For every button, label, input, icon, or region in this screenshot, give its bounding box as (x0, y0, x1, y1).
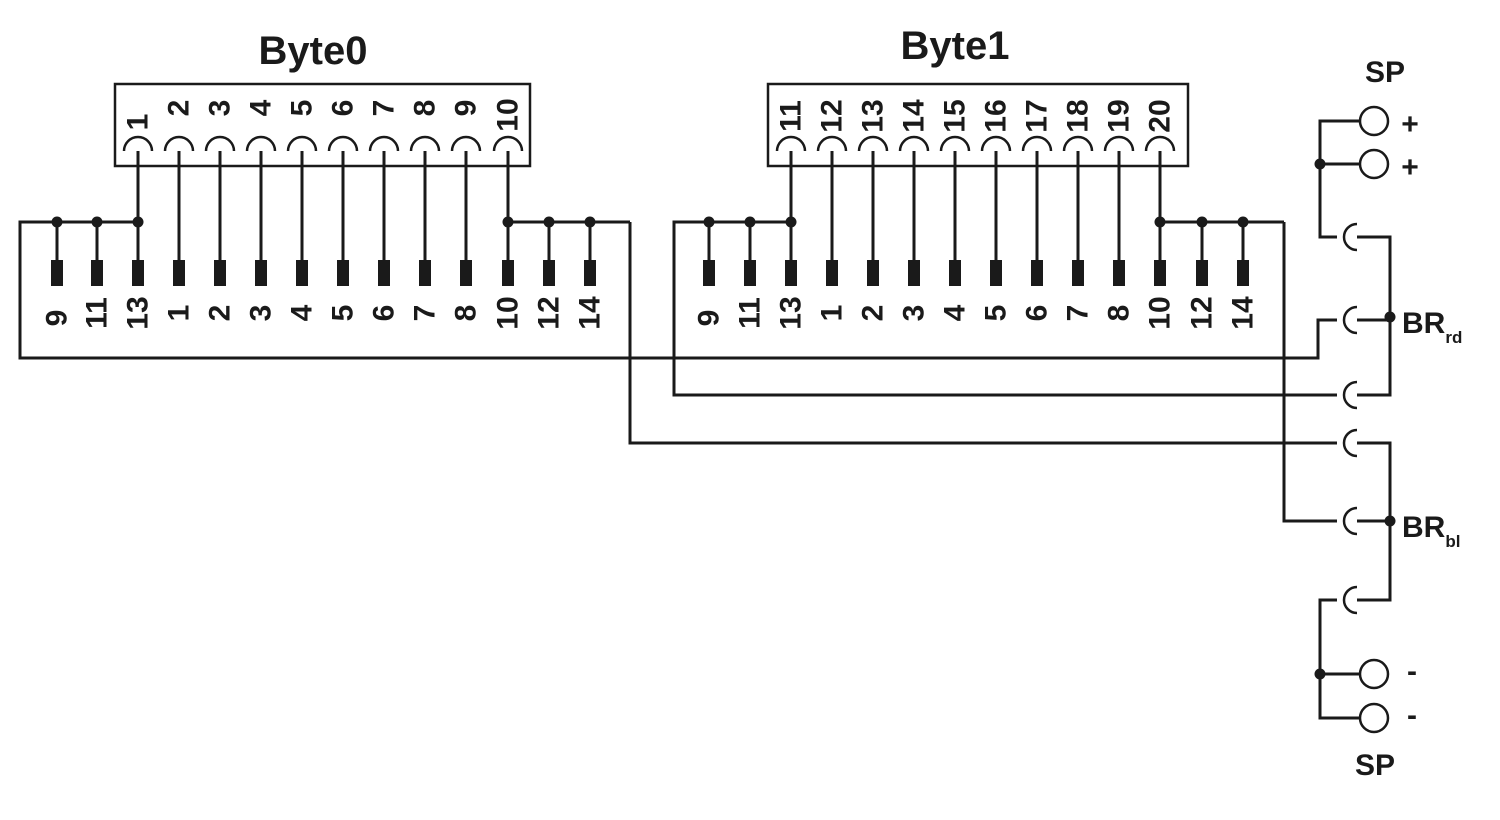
sp-minus-terminal (1358, 702, 1390, 734)
plus-sign: + (1401, 108, 1419, 141)
sp-top-label: SP (1365, 56, 1405, 89)
byte0-bottom-pin-label: 4 (286, 304, 319, 321)
byte0-bottom-pin-label: 2 (204, 305, 237, 322)
minus-sign: - (1407, 699, 1417, 732)
byte0-top-pin-label: 3 (204, 100, 237, 117)
byte1-terminal-block: 9 11 13 1 2 3 4 5 6 7 8 10 12 14 (672, 216, 1337, 523)
byte0-bottom-pin-label: 11 (81, 297, 114, 329)
byte1-top-pin-label: 19 (1103, 99, 1136, 132)
byte0-connector-box (113, 82, 532, 168)
byte0-top-pin-label: 4 (245, 99, 278, 116)
byte1-top-pins: 11 12 13 14 15 16 17 18 19 20 (775, 99, 1177, 262)
byte1-bottom-pin-label: 6 (1021, 305, 1054, 322)
byte0-bottom-pin-label: 8 (450, 305, 483, 322)
byte0-bottom-pin-label: 6 (368, 305, 401, 322)
sp-plus-terminal (1358, 105, 1390, 137)
sp-minus-terminal (1358, 658, 1390, 690)
byte0-top-pin-label: 9 (450, 100, 483, 117)
byte0-title: Byte0 (259, 29, 368, 73)
byte1-bottom-pin-label: 5 (980, 305, 1013, 322)
byte1-bottom-pin-label: 12 (1186, 296, 1219, 329)
byte1-bottom-pin-label: 3 (898, 305, 931, 322)
byte0-top-pin-label: 10 (492, 98, 525, 131)
byte0-bottom-pin-label: 12 (533, 296, 566, 329)
byte1-bottom-pin-label: 8 (1103, 305, 1136, 322)
byte0-bottom-pin-label: 10 (492, 296, 525, 329)
byte1-top-pin-label: 16 (980, 99, 1013, 132)
byte0-top-pin-label: 1 (122, 114, 155, 131)
byte0-top-pins: 1 2 3 4 5 6 7 8 9 10 (122, 98, 525, 262)
byte1-title: Byte1 (901, 24, 1010, 68)
byte0-bottom-pin-label: 3 (245, 305, 278, 322)
byte1-bottom-pin-label: 11 (734, 297, 767, 329)
byte1-bottom-pin-label: 9 (693, 310, 726, 327)
byte1-bottom-pin-label: 14 (1227, 296, 1260, 330)
byte1-top-pin-label: 17 (1021, 99, 1054, 132)
byte1-bottom-pin-label: 10 (1144, 296, 1177, 329)
sp-plus-terminal (1358, 148, 1390, 180)
byte1-bottom-pin-label: 13 (775, 296, 808, 329)
byte1-bottom-pin-label: 1 (816, 305, 849, 322)
byte0-bottom-pin-label: 14 (574, 296, 607, 330)
br-rd-label: BRrd (1402, 307, 1462, 347)
byte1-bottom-pin-label: 7 (1062, 305, 1095, 322)
byte1-top-pin-label: 20 (1144, 99, 1177, 132)
byte1-top-pin-label: 18 (1062, 99, 1095, 132)
byte0-top-pin-label: 7 (368, 100, 401, 117)
byte0-bottom-pin-label: 5 (327, 305, 360, 322)
power-bridge-section: SP + + BRrd BRbl - - SP (1314, 56, 1462, 782)
sp-bottom-label: SP (1355, 749, 1395, 782)
br-bl-label: BRbl (1402, 511, 1460, 551)
byte0-top-pin-label: 5 (286, 100, 319, 117)
byte0-terminal-block: 9 11 13 1 2 3 4 5 6 7 8 10 12 14 (18, 216, 1337, 445)
byte0-bottom-pin-label: 9 (41, 310, 74, 327)
byte1-top-pin-label: 11 (775, 100, 808, 132)
byte1-top-pin-label: 12 (816, 99, 849, 132)
byte0-bottom-pin-label: 7 (409, 305, 442, 322)
minus-sign: - (1407, 655, 1417, 688)
plus-sign: + (1401, 151, 1419, 184)
byte0-bottom-pin-label: 13 (122, 296, 155, 329)
byte1-top-pin-label: 13 (857, 99, 890, 132)
byte0-top-pin-label: 2 (163, 100, 196, 117)
byte1-top-pin-label: 15 (939, 99, 972, 132)
byte0-top-pin-label: 8 (409, 100, 442, 117)
byte1-top-pin-label: 14 (898, 99, 931, 133)
byte0-top-pin-label: 6 (327, 100, 360, 117)
byte1-bottom-pin-label: 4 (939, 304, 972, 321)
byte0-bottom-pin-label: 1 (163, 305, 196, 322)
byte1-bottom-pin-label: 2 (857, 305, 890, 322)
